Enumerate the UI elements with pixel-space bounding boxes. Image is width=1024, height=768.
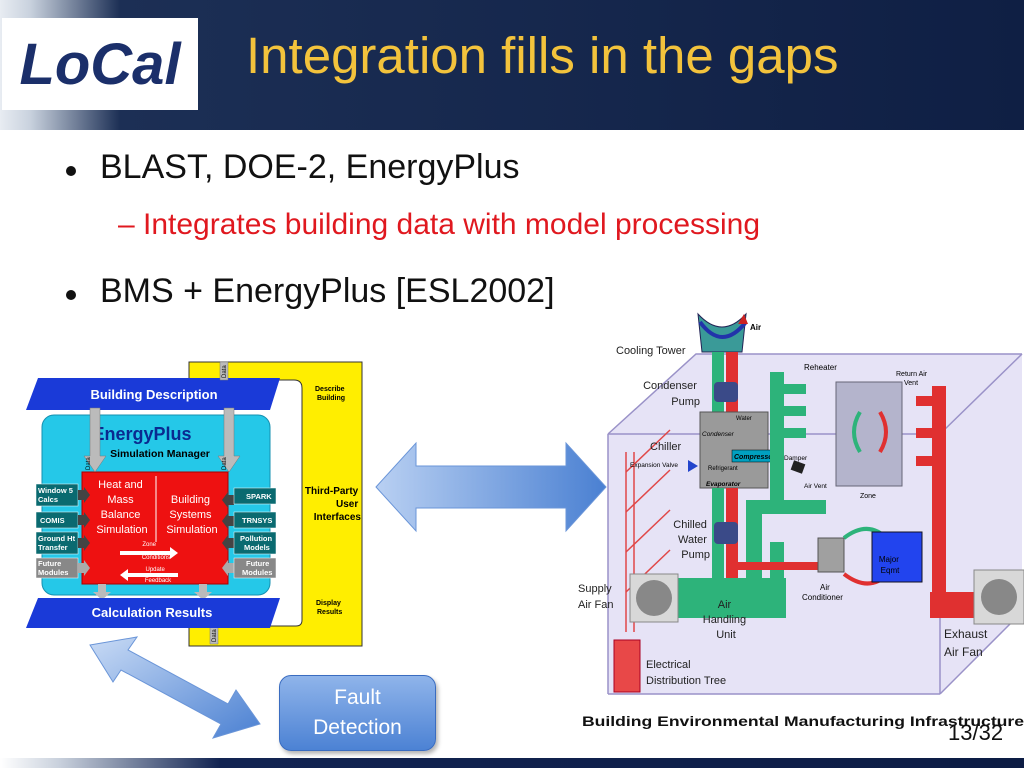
building-infrastructure-diagram: Air Cooling Tower Condenser Pump Water C…: [578, 312, 1024, 729]
svg-text:COMIS: COMIS: [40, 516, 65, 525]
data-label-bottom: Data: [212, 629, 218, 642]
fault-detection-line-1: Fault: [334, 686, 381, 709]
compressor-label: Compressor: [734, 454, 777, 461]
local-logo-mark: LoCal: [19, 32, 182, 97]
describe-building-label: Describe Building: [315, 386, 347, 402]
data-label-top: Data: [222, 365, 228, 378]
update-feedback-arrow: [120, 569, 178, 581]
calculation-results-banner: [26, 598, 280, 628]
slide-footer: [0, 758, 1024, 768]
data-arrow-left: [83, 407, 107, 473]
zone: [835, 381, 903, 487]
water-label: Water: [736, 416, 752, 422]
expansion-valve-label: Expansion Valve: [630, 462, 678, 469]
building-description-label: Building Description: [90, 387, 217, 402]
zone-conditions-label: Zone Conditions: [142, 542, 170, 561]
return-air-duct: [932, 386, 946, 618]
data-label-left: Data: [86, 457, 92, 470]
chilled-water-pump-label: Chilled Water Pump: [673, 519, 710, 561]
bullet-dot-2: [66, 290, 76, 300]
display-results-label: Display Results: [316, 600, 343, 616]
supply-air-fan-label: Supply Air Fan: [578, 583, 615, 611]
data-arrow-right: [217, 407, 241, 473]
data-arrow-top: [219, 361, 229, 381]
reheater-label: Reheater: [804, 363, 837, 372]
calculation-results-label: Calculation Results: [92, 605, 213, 620]
energyplus-diagram: Building Description EnergyPlus Simulati…: [26, 361, 363, 647]
local-logo: LoCal: [2, 18, 198, 110]
building-systems-label: Building Systems Simulation: [166, 494, 217, 536]
zone-conditions-arrow: [120, 547, 178, 559]
svg-text:TRNSYS: TRNSYS: [242, 516, 272, 525]
condenser-pump: [714, 382, 738, 402]
condenser-label: Condenser: [702, 431, 735, 438]
bullet-2: BMS + EnergyPlus [ESL2002]: [100, 272, 555, 310]
fault-detection-box: Fault Detection: [279, 675, 436, 751]
data-arrow-bottom-left: [93, 584, 111, 600]
slide-title: Integration fills in the gaps: [246, 27, 839, 84]
air-conditioner-label: Air Conditioner: [802, 583, 843, 602]
right-module-spark: SPARK: [222, 487, 277, 508]
sub-bullet-1: – Integrates building data with model pr…: [118, 208, 761, 241]
zone-label: Zone: [860, 493, 876, 500]
condenser-pump-label: Condenser Pump: [643, 380, 700, 408]
building-description-banner: [26, 378, 280, 410]
bullet-dot-1: [66, 166, 76, 176]
air-handling-unit-label: Air Handling Unit: [703, 599, 749, 641]
logo-text: LoCal: [19, 32, 182, 97]
double-arrow-horizontal: [375, 441, 607, 533]
major-eqmt-label: Major Eqmt: [879, 555, 901, 575]
simulation-manager-label: Simulation Manager: [110, 448, 210, 460]
exhaust-air-fan-label: Exhaust Air Fan: [944, 627, 991, 659]
electrical-distribution-tree: [613, 639, 641, 693]
slide-header: LoCal Integration fills in the gaps: [0, 0, 1024, 130]
svg-text:SPARK: SPARK: [246, 492, 272, 501]
bullet-1: BLAST, DOE-2, EnergyPlus: [100, 148, 520, 186]
left-module-comis: COMIS: [35, 511, 90, 529]
data-label-right: Data: [222, 457, 228, 470]
chiller-label: Chiller: [650, 441, 682, 453]
data-arrow-bottom-right: [194, 584, 212, 600]
air-handling-unit: [676, 578, 786, 618]
refrigerant-label: Refrigerant: [708, 466, 738, 472]
building-diagram-caption: Building Environmental Manufacturing Inf…: [582, 713, 1024, 729]
cooling-tower-label: Cooling Tower: [616, 345, 686, 357]
third-party-label: Third-Party User Interfaces: [305, 486, 362, 523]
air-vent-label: Air Vent: [804, 483, 827, 490]
air-conditioner: [817, 537, 845, 573]
evaporator-label: Evaporator: [706, 481, 741, 488]
fault-detection-line-2: Detection: [313, 716, 402, 739]
energyplus-label: EnergyPlus: [92, 424, 191, 444]
major-eqmt: [871, 531, 923, 583]
air-label: Air: [750, 323, 761, 332]
damper-label: Damper: [784, 455, 808, 462]
page-number: 13/32: [948, 720, 1004, 745]
electrical-distribution-label: Electrical Distribution Tree: [646, 659, 726, 687]
right-module-trnsys: TRNSYS: [222, 511, 277, 529]
heat-mass-label: Heat and Mass Balance Simulation: [96, 479, 147, 536]
update-feedback-label: Update Feedback: [145, 567, 172, 584]
building-volume: [608, 354, 1022, 694]
double-arrow-diagonal: [89, 636, 261, 739]
simulation-block: [81, 471, 229, 585]
chilled-water-pump: [714, 522, 738, 544]
return-air-vent-label: Return Air Vent: [896, 371, 929, 387]
cooling-tower: [697, 312, 747, 353]
